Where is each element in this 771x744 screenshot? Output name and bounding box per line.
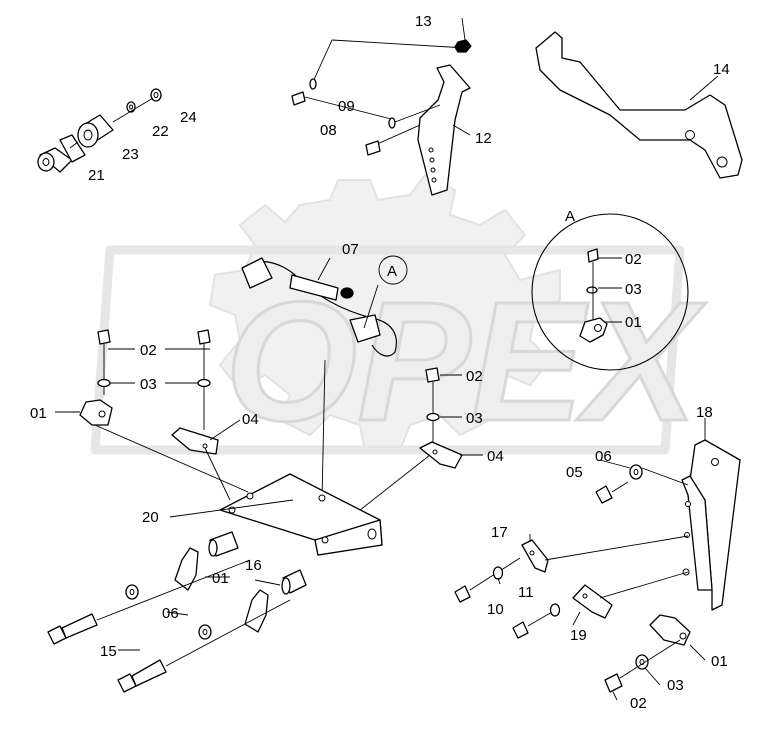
label-01-left: 01 <box>30 405 47 422</box>
label-18: 18 <box>696 404 713 421</box>
label-01-bottom: 01 <box>212 570 229 587</box>
part-15-bolt-a <box>47 613 98 645</box>
label-08: 08 <box>320 122 337 139</box>
part-15-bolt-b <box>117 659 167 693</box>
part-08-bolt-upper <box>291 91 396 121</box>
label-17: 17 <box>491 524 508 541</box>
label-01-bottom-right: 01 <box>711 653 728 670</box>
part-03-washer-left-b <box>197 378 211 388</box>
label-03-right: 03 <box>466 410 483 427</box>
detail-a-view: A <box>531 208 689 371</box>
part-04-plate-right <box>419 441 463 469</box>
label-14: 14 <box>713 61 730 78</box>
detail-a-title: A <box>565 208 575 225</box>
part-23-adapter <box>77 114 114 148</box>
label-11: 11 <box>518 584 534 601</box>
part-11-washer-a <box>492 566 504 580</box>
part-20-base-plate <box>219 473 383 556</box>
part-01-clip-bottom-a <box>174 547 199 591</box>
label-06-bottom: 06 <box>162 605 179 622</box>
label-21: 21 <box>88 167 105 184</box>
part-21-sensor <box>37 134 86 173</box>
part-labels: 13 14 24 09 22 08 12 23 21 07 02 03 01 0… <box>30 13 730 712</box>
label-23: 23 <box>122 146 139 163</box>
label-15: 15 <box>100 643 117 660</box>
opex-watermark: OPEX <box>90 173 708 459</box>
part-16-spacer-b <box>281 569 307 595</box>
leader-lines <box>55 17 719 701</box>
part-03-washer-right <box>426 412 440 422</box>
callout-a-marker: A <box>378 255 408 285</box>
part-06-washer-bottom-a <box>125 584 139 600</box>
part-01-clip-bottom-b <box>244 589 269 633</box>
part-08-bolt-lower <box>365 140 381 156</box>
label-03-bottom-right: 03 <box>667 677 684 694</box>
part-09-washer-lower <box>388 117 396 129</box>
part-05-bolt <box>595 481 629 504</box>
part-01-clip-left <box>79 399 113 426</box>
label-16: 16 <box>245 557 262 574</box>
label-12: 12 <box>475 130 492 147</box>
label-01-detail: 01 <box>625 314 642 331</box>
label-04-left: 04 <box>242 411 259 428</box>
label-13: 13 <box>415 13 432 30</box>
label-02-right: 02 <box>466 368 483 385</box>
label-22: 22 <box>152 123 169 140</box>
part-11-washer-b <box>549 603 561 617</box>
label-09: 09 <box>338 98 355 115</box>
part-14-strap <box>535 31 743 179</box>
part-06-washer-bottom-b <box>198 624 212 640</box>
part-13-nut <box>454 39 472 53</box>
part-18-bracket <box>681 439 741 611</box>
part-24-nut <box>150 88 162 102</box>
callout-a-label: A <box>387 263 397 280</box>
label-07: 07 <box>342 241 359 258</box>
part-10-bolt-a <box>454 557 521 603</box>
label-02-detail: 02 <box>625 251 642 268</box>
label-10: 10 <box>487 601 504 618</box>
part-12-bracket <box>417 64 471 196</box>
label-19: 19 <box>570 627 587 644</box>
label-02-left: 02 <box>140 342 157 359</box>
part-07-sensor-harness <box>241 257 397 357</box>
label-24: 24 <box>180 109 197 126</box>
part-22-washer <box>126 101 136 113</box>
label-03-left: 03 <box>140 376 157 393</box>
part-17-clip <box>521 539 549 573</box>
label-04-right: 04 <box>487 448 504 465</box>
part-16-spacer-a <box>208 531 239 557</box>
part-10-bolt-b <box>512 611 553 639</box>
part-19-clip <box>572 584 613 619</box>
label-05: 05 <box>566 464 583 481</box>
label-20: 20 <box>142 509 159 526</box>
part-09-washer-upper <box>309 78 317 90</box>
part-01-clip-right <box>649 614 691 646</box>
label-03-detail: 03 <box>625 281 642 298</box>
label-06-right: 06 <box>595 448 612 465</box>
watermark-text: OPEX <box>225 267 706 457</box>
part-06-washer-right <box>629 464 643 480</box>
label-02-bottom-right: 02 <box>630 695 647 712</box>
part-02-bolt-bottom-right <box>604 639 681 693</box>
part-03-washer-left-a <box>97 378 111 388</box>
